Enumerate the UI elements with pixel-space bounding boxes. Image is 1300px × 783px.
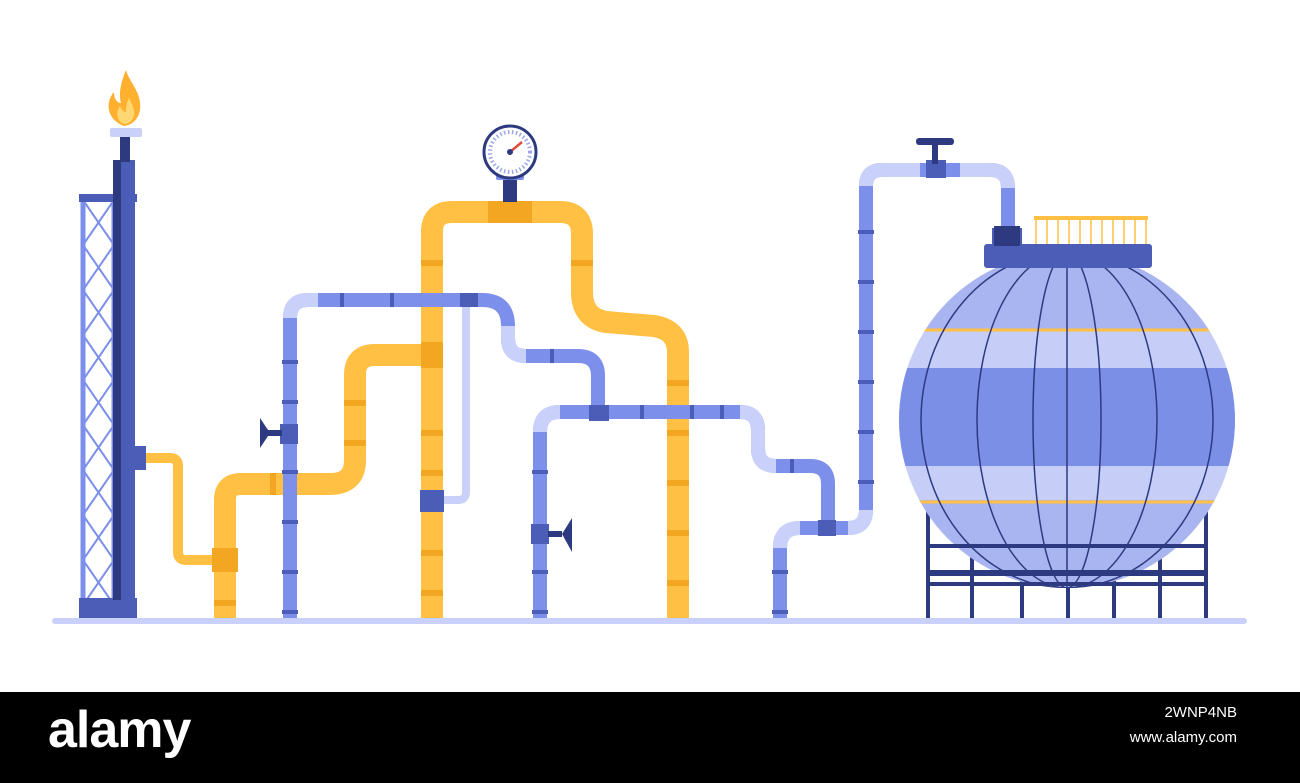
blue-pipe-network [283,163,1015,618]
image-id-label: 2WNP4NB [1164,704,1237,721]
valve-wheel-icon [531,518,572,552]
pipeline-illustration [52,70,1247,624]
flare-stack [79,70,146,618]
tank-railing [1034,216,1148,244]
tank-top-platform [984,244,1152,268]
ground-line [52,618,1247,624]
spherical-storage-tank [899,216,1235,618]
alamy-logo: alamy [48,701,191,759]
site-url-label: www.alamy.com [1129,729,1237,746]
flame-icon [108,70,141,126]
watermark-bar: alamy 2WNP4NB www.alamy.com [0,692,1300,783]
pressure-gauge-icon [482,124,538,202]
valve-wheel-icon [260,418,298,448]
valve-wheel-icon [916,138,954,164]
